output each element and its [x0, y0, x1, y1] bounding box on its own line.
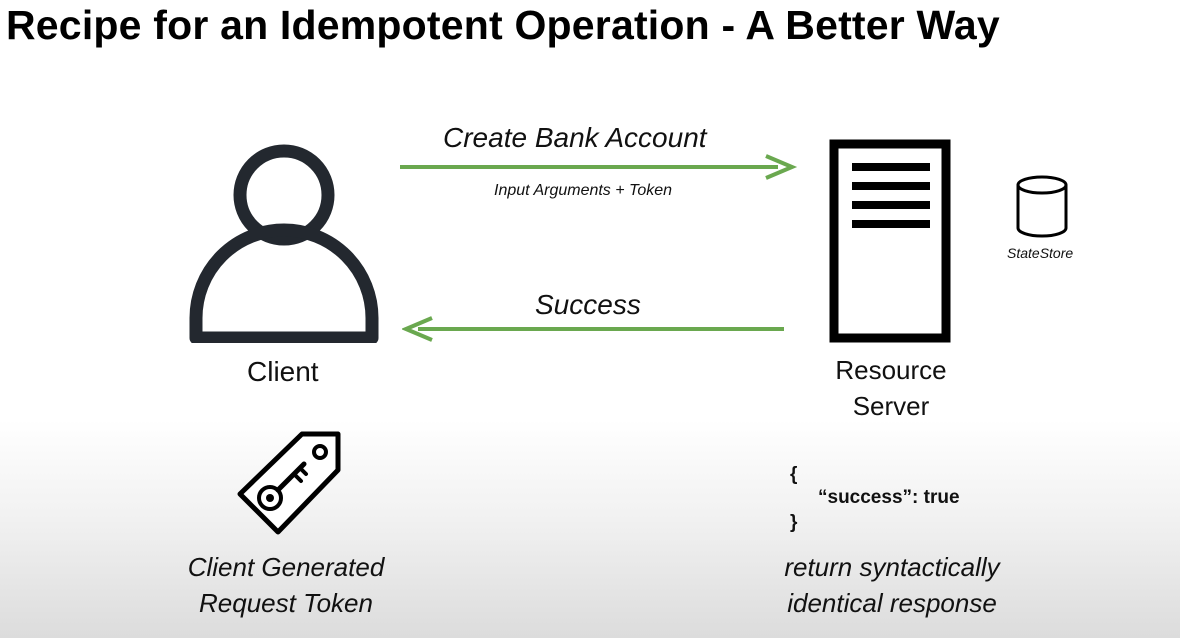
json-body: “success”: true [818, 487, 960, 508]
server-icon [829, 139, 951, 343]
request-sublabel: Input Arguments + Token [494, 182, 673, 199]
server-label-line2: Server [852, 391, 930, 421]
person-icon [189, 144, 379, 343]
request-label: Create Bank Account [443, 122, 707, 153]
server-label: Resource Server [800, 352, 982, 424]
page-title: Recipe for an Idempotent Operation - A B… [6, 2, 1000, 48]
response-arrow [402, 316, 784, 342]
json-open-brace: { [790, 464, 798, 485]
response-note-line2: identical response [787, 588, 997, 618]
token-caption-line1: Client Generated [187, 552, 385, 582]
response-note: return syntactically identical response [752, 549, 1032, 621]
database-icon [1016, 175, 1068, 238]
server-label-line1: Resource [835, 355, 947, 385]
response-note-line1: return syntactically [784, 552, 1000, 582]
statestore-label: StateStore [1007, 245, 1074, 261]
token-caption: Client Generated Request Token [158, 549, 414, 621]
response-label: Success [535, 289, 641, 320]
json-close-brace: } [790, 512, 798, 533]
key-tag-icon [237, 431, 341, 535]
token-caption-line2: Request Token [199, 588, 373, 618]
client-label: Client [247, 356, 319, 387]
request-arrow [400, 154, 798, 180]
